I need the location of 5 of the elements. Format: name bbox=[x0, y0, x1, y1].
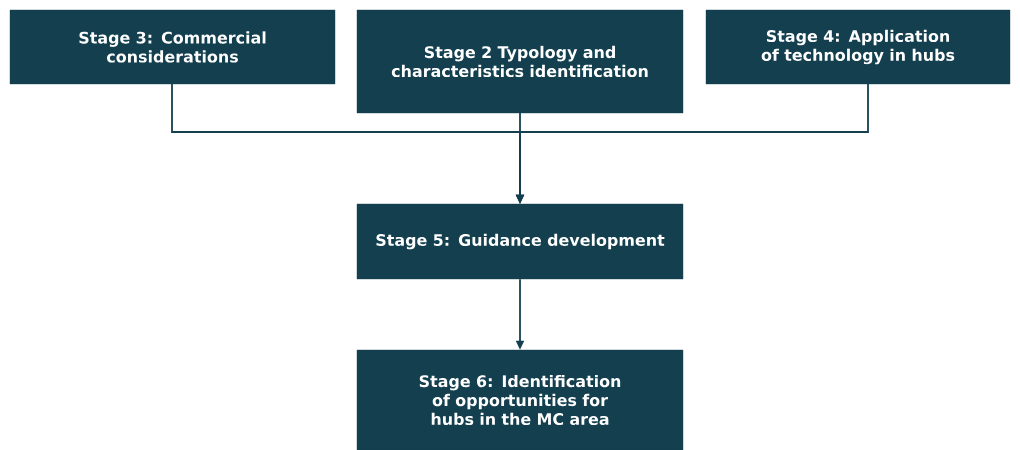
process-box: Stage 4: Application of technology in hubs bbox=[705, 9, 1011, 85]
process-box: Stage 2 Typology and characteristics identification bbox=[356, 9, 684, 114]
process-box: Stage 6: Identification of opportunities for hubs in the MC area bbox=[356, 349, 684, 450]
process-box: Stage 3: Commercial considerations bbox=[9, 9, 336, 85]
process-box: Stage 5: Guidance development bbox=[356, 203, 684, 280]
